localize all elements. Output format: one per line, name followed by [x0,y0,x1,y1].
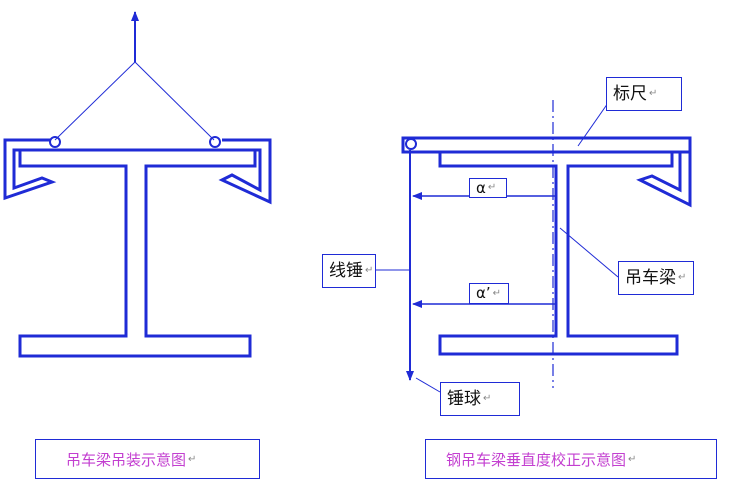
paragraph-mark: ↵ [649,88,658,99]
right-ibeam [438,150,679,356]
left-diagram [3,11,272,358]
plumb-line-label: 线锤↵ [322,254,376,288]
alpha-label-text: α [476,178,486,197]
paragraph-mark: ↵ [628,453,637,465]
ruler-pivot [405,138,417,150]
sling-right [134,61,215,141]
paragraph-mark: ↵ [678,272,687,283]
sling-left [54,61,136,141]
right-diagram [376,100,692,393]
paragraph-mark: ↵ [365,265,374,276]
beam-label-text: 吊车梁 [625,267,676,288]
plumb-bob-label: 锤球↵ [440,382,520,416]
alpha-label: α↵ [469,178,507,198]
alpha-prime-label-text: α’ [476,284,491,302]
paragraph-mark: ↵ [483,393,492,404]
right-caption-text: 钢吊车梁垂直度校正示意图 [446,450,627,469]
right-caption: 钢吊车梁垂直度校正示意图↵ [425,439,717,479]
ruler-label: 标尺↵ [606,77,682,111]
left-shackle [49,136,61,148]
beam-leader [559,227,619,278]
paragraph-mark: ↵ [487,182,497,193]
alpha-prime-label: α’↵ [469,283,509,304]
left-clamp [3,138,57,201]
plumb-line-label-text: 线锤 [329,260,363,281]
plumb-bob-leader [415,377,441,393]
ruler-leader [577,102,609,147]
right-shackle [209,136,221,148]
beam-label: 吊车梁↵ [618,261,694,295]
left-caption: 吊车梁吊装示意图↵ [35,439,260,479]
left-ibeam [18,148,257,358]
paragraph-mark: ↵ [492,287,502,299]
right-clamp [218,138,272,205]
right-clamp-jaw [636,152,692,208]
plumb-bob-label-text: 锤球 [447,388,481,409]
paragraph-mark: ↵ [188,453,197,465]
ruler-label-text: 标尺 [613,83,647,104]
ruler-bar [401,136,692,154]
left-caption-text: 吊车梁吊装示意图 [66,450,187,469]
